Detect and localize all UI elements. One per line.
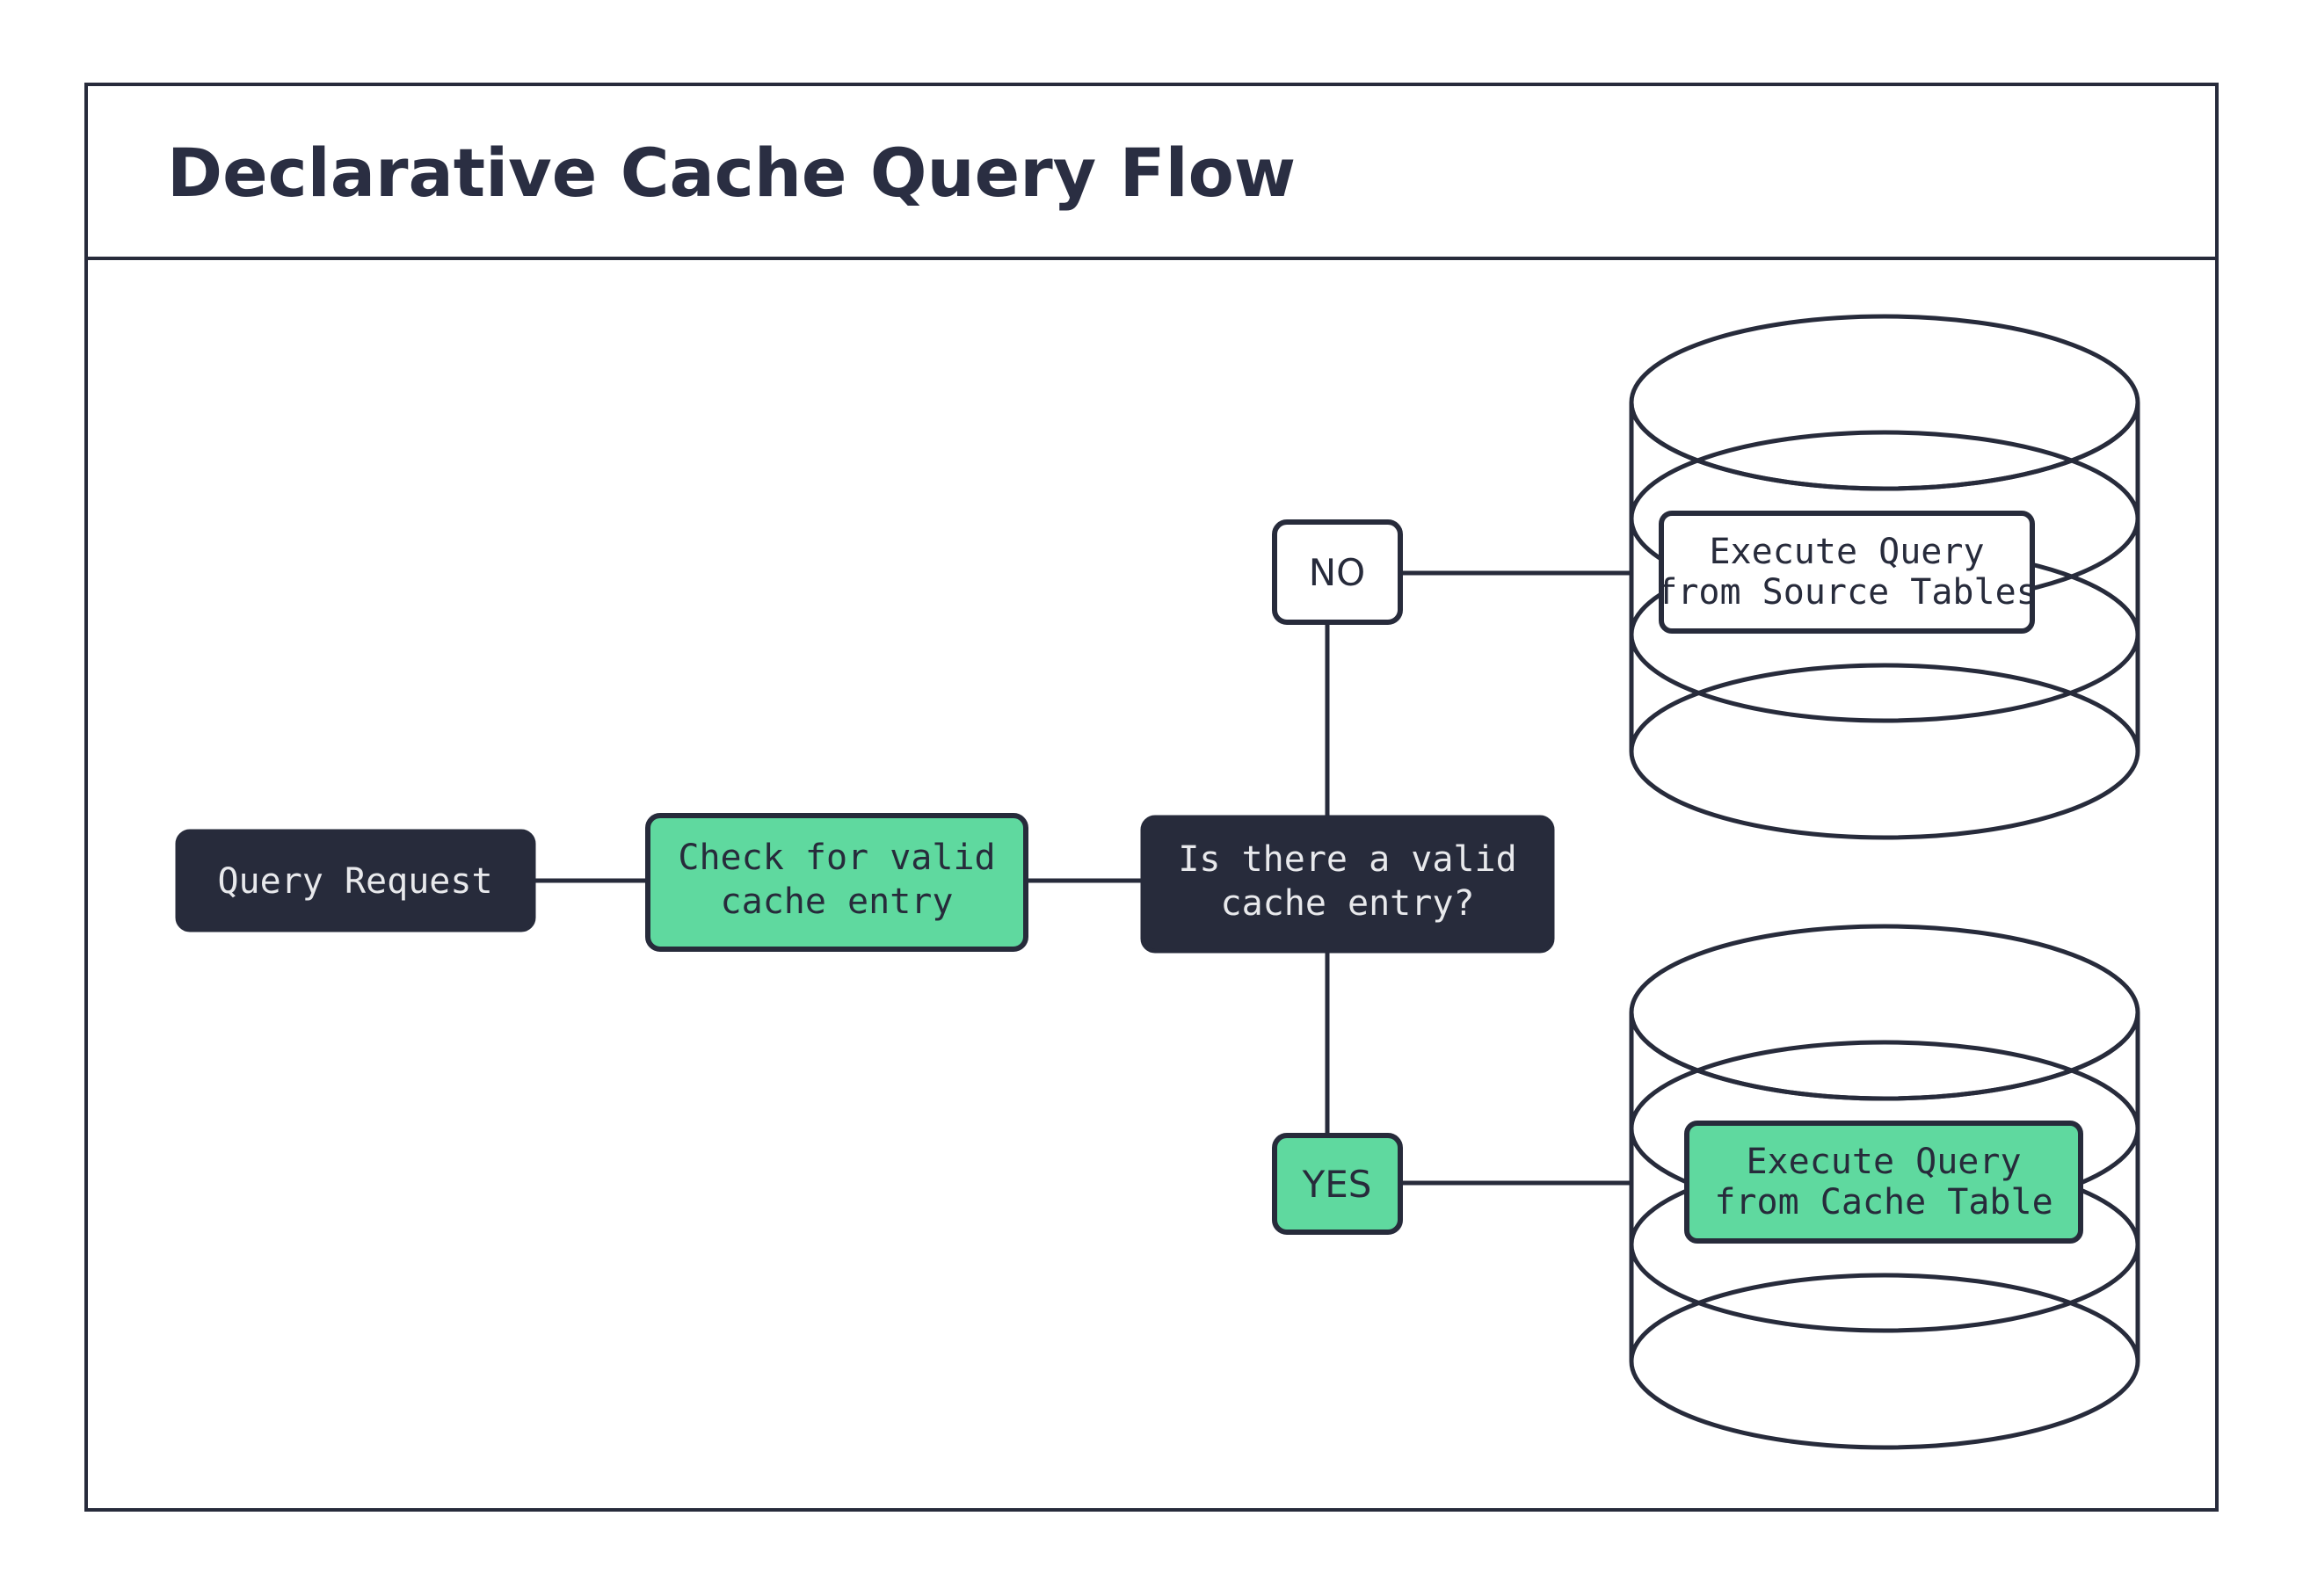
cache-table-label-line1: Execute Query	[1746, 1142, 2021, 1182]
check-cache-label-line1: Check for valid	[678, 838, 995, 878]
check-cache-label-line2: cache entry	[721, 881, 954, 922]
branch-label-yes[interactable]: YES	[1272, 1133, 1403, 1235]
source-tables-label-line1: Execute Query	[1709, 532, 1984, 572]
decision-label-line1: Is there a valid	[1178, 839, 1516, 880]
branch-yes-label: YES	[1302, 1163, 1372, 1206]
node-decision-valid-cache-entry[interactable]: Is there a valid cache entry?	[1140, 815, 1555, 954]
source-tables-label-line2: from Source Tables	[1656, 572, 2037, 613]
node-execute-query-source-tables[interactable]: Execute Query from Source Tables	[1656, 511, 2038, 634]
decision-label-line2: cache entry?	[1221, 883, 1475, 924]
node-query-request[interactable]: Query Request	[175, 829, 536, 932]
page-title: Declarative Cache Query Flow	[167, 134, 1296, 212]
node-check-valid-cache-entry[interactable]: Check for valid cache entry	[645, 813, 1028, 952]
node-execute-query-cache-table[interactable]: Execute Query from Cache Table	[1684, 1121, 2083, 1244]
cache-table-label-line2: from Cache Table	[1714, 1182, 2052, 1222]
query-request-label: Query Request	[217, 861, 492, 902]
branch-no-label: NO	[1309, 551, 1365, 594]
diagram-frame	[84, 83, 2219, 1512]
branch-label-no[interactable]: NO	[1272, 519, 1403, 625]
cache-database-cylinder	[1629, 924, 2140, 1450]
